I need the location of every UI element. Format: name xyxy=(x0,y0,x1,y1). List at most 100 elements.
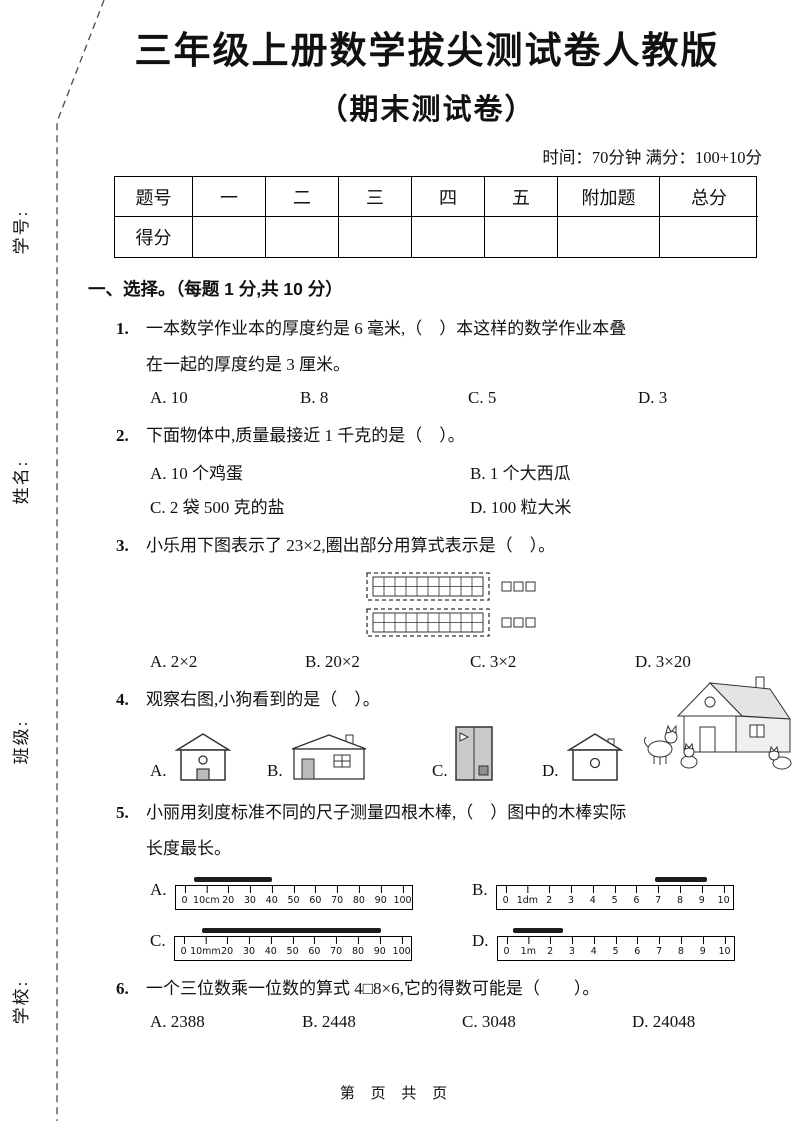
tick-label: 0 xyxy=(180,937,187,957)
house-side-view-icon xyxy=(291,734,366,780)
tick-label: 90 xyxy=(373,937,386,957)
option-c: C. 2 袋 500 克的盐 xyxy=(150,498,285,517)
tick-label: 8 xyxy=(676,886,684,906)
tick-label: 100 xyxy=(392,937,411,957)
tick-label: 0 xyxy=(503,937,510,957)
option-c: C. 3048 xyxy=(462,1012,516,1031)
question-text-continued: 在一起的厚度约是 3 厘米。 xyxy=(146,355,350,374)
tick-label: 10 xyxy=(717,886,730,906)
option-a: A. 2388 xyxy=(150,1012,205,1031)
score-cell-empty xyxy=(412,217,485,257)
option-b: B. 2448 xyxy=(302,1012,356,1031)
page-footer: 第 页 共 页 xyxy=(339,1086,454,1102)
margin-label-school: 学校: xyxy=(12,979,31,1025)
tick-label: 40 xyxy=(265,886,278,906)
tick-label: 6 xyxy=(633,886,640,906)
question-6: 6. 一个三位数乘一位数的算式 4□8×6,它的得数可能是（ ）。 A. 238… xyxy=(116,974,766,1032)
option-d: D. 100 粒大米 xyxy=(470,498,572,517)
score-header-cell: 总分 xyxy=(660,177,758,217)
score-header-cell: 三 xyxy=(339,177,412,217)
wood-stick xyxy=(513,928,564,933)
option-d: D. 3×20 xyxy=(635,652,691,671)
tick-label: 60 xyxy=(309,886,322,906)
option-a: A. xyxy=(150,733,267,781)
option-label: B. xyxy=(472,880,488,899)
tick-label: 90 xyxy=(374,886,387,906)
tick-label: 5 xyxy=(612,937,619,957)
tick-label: 9 xyxy=(699,937,706,957)
exam-meta: 时间：70分钟 满分：100+10分 xyxy=(542,148,762,167)
options-row: A. 2×2 B. 20×2 C. 3×2 D. 3×20 xyxy=(146,652,766,672)
tick-label: 5 xyxy=(611,886,618,906)
option-b: B. 20×2 xyxy=(305,652,360,671)
question-number: 6. xyxy=(116,979,129,998)
question-number: 5. xyxy=(116,803,129,822)
tick-label: 70 xyxy=(330,937,343,957)
tick-label: 30 xyxy=(243,886,256,906)
option-label: B. xyxy=(267,761,283,780)
house-dog-cats-illustration xyxy=(644,676,792,770)
question-text: 一个三位数乘一位数的算式 4□8×6,它的得数可能是（ ）。 xyxy=(146,979,600,998)
tick-label: 100 xyxy=(393,886,412,906)
option-label: C. xyxy=(150,931,166,950)
tick-label: 20 xyxy=(222,886,235,906)
score-row-label: 得分 xyxy=(115,217,193,257)
option-d: D. 24048 xyxy=(632,1012,696,1031)
option-c: C. 3×2 xyxy=(470,652,517,671)
tick-label: 4 xyxy=(590,937,597,957)
page-subtitle: （期末测试卷） xyxy=(318,94,536,126)
tick-label: 10mm xyxy=(190,937,221,957)
tick-label: 8 xyxy=(677,937,684,957)
tick-label: 1m xyxy=(520,937,536,957)
score-cell-empty xyxy=(193,217,266,257)
tick-label: 2 xyxy=(547,937,554,957)
option-b: B. xyxy=(267,731,432,781)
score-cell-empty xyxy=(558,217,660,257)
tick-label: 20 xyxy=(221,937,234,957)
paper-content: 三年级上册数学拔尖测试卷人教版 （期末测试卷） 时间：70分钟 满分：100+1… xyxy=(88,28,792,1032)
tick-label: 7 xyxy=(656,937,663,957)
wood-stick xyxy=(655,877,708,882)
tick-label: 0 xyxy=(502,886,509,906)
question-3: 3. 小乐用下图表示了 23×2,圈出部分用算式表示是（ ）。 xyxy=(116,531,766,672)
tick-label: 4 xyxy=(589,886,596,906)
question-text: 一本数学作业本的厚度约是 6 毫米,（ ）本这样的数学作业本叠 xyxy=(146,319,627,338)
score-cell-empty xyxy=(660,217,758,257)
tick-label: 2 xyxy=(546,886,553,906)
score-table: 题号 一 二 三 四 五 附加题 总分 得分 xyxy=(114,176,758,258)
wood-stick xyxy=(202,928,381,933)
blocks-figure xyxy=(366,572,766,643)
option-b: B. 8 xyxy=(300,388,329,407)
score-cell-empty xyxy=(339,217,412,257)
question-text: 下面物体中,质量最接近 1 千克的是（ ）。 xyxy=(146,426,465,445)
margin-label-class: 班级: xyxy=(12,719,31,765)
tick-label: 30 xyxy=(242,937,256,957)
door-panel-view-icon xyxy=(454,726,493,781)
question-4: 4. 观察右图,小狗看到的是（ ）。 A. B. xyxy=(116,676,792,785)
tick-label: 9 xyxy=(698,886,705,906)
question-5: 5. 小丽用刻度标准不同的尺子测量四根木棒,（ ）图中的木棒实际 长度最长。 A… xyxy=(116,798,766,961)
tick-label: 10 xyxy=(718,937,731,957)
page-title: 三年级上册数学拔尖测试卷人教版 xyxy=(134,30,720,71)
question-number: 1. xyxy=(116,319,129,338)
question-number: 4. xyxy=(116,690,129,709)
question-2: 2. 下面物体中,质量最接近 1 千克的是（ ）。 A. 10 个鸡蛋 B. 1… xyxy=(116,421,766,518)
score-header-cell: 二 xyxy=(266,177,339,217)
option-a: A. 2×2 xyxy=(150,652,198,671)
tick-label: 60 xyxy=(308,937,321,957)
options-grid: A. 10 个鸡蛋 B. 1 个大西瓜 C. 2 袋 500 克的盐 D. 10… xyxy=(146,459,766,518)
base-ten-blocks-diagram xyxy=(366,572,536,637)
option-b: B. 1 个大西瓜 xyxy=(470,464,571,483)
tick-label: 6 xyxy=(634,937,641,957)
tick-label: 70 xyxy=(331,886,344,906)
